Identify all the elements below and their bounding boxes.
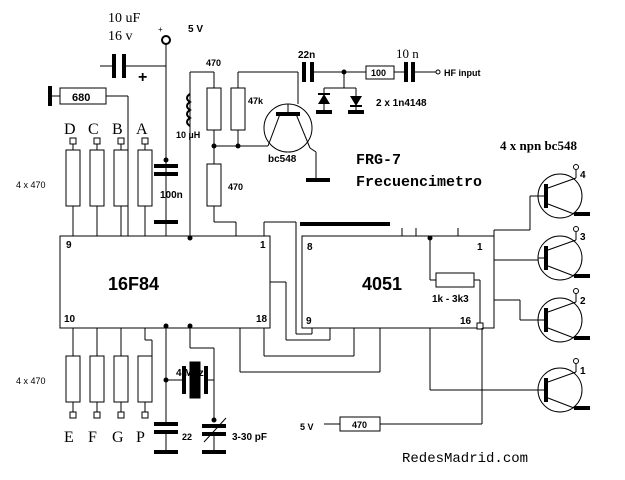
- pin-label-c: C: [88, 121, 99, 138]
- pin-label-d: D: [64, 121, 76, 138]
- decoupling-value: 100n: [160, 190, 183, 201]
- resistor-470-emitter-value: 470: [228, 182, 243, 192]
- resistor-470-top: [206, 87, 222, 131]
- mux-resistor: [427, 235, 484, 330]
- supply-capacitor: [100, 54, 166, 78]
- bottom-vcc-label: 5 V: [300, 422, 314, 432]
- junction-collector: [235, 143, 241, 149]
- resistor-100-value: 100: [371, 68, 386, 78]
- supply-cap-value: 10 uF: [108, 11, 141, 26]
- pin-label-p: P: [136, 429, 145, 446]
- supply-plus-sign: +: [138, 69, 147, 86]
- driver-number-3: 3: [580, 232, 586, 243]
- resistor-470-top-value: 470: [206, 58, 221, 68]
- driver-transistor-4: [537, 164, 590, 219]
- top-resistor-bank: [65, 137, 153, 236]
- pin-label-f: F: [88, 429, 97, 446]
- driver-number-1: 1: [580, 366, 586, 377]
- diodes-label: 2 x 1n4148: [376, 98, 427, 109]
- vcc-terminal: [161, 35, 171, 236]
- pin-label-b: B: [112, 121, 123, 138]
- input-coupling-chain: [302, 62, 441, 114]
- crystal-oscillator: [163, 328, 217, 423]
- resistor-470-emitter: [206, 163, 222, 207]
- crystal-load-cap-22: [154, 422, 178, 454]
- bottom-resistor-bank: [65, 328, 153, 419]
- crystal-cap-trim: 3-30 pF: [232, 432, 267, 443]
- pic-junction-top: [187, 235, 193, 241]
- pic-junction-bottom: [163, 323, 169, 329]
- vcc-plus-mark: +: [158, 25, 163, 34]
- pic-pin-18: 18: [256, 314, 268, 325]
- footer-site: RedesMadrid.com: [402, 451, 528, 467]
- pic-pin-9: 9: [66, 240, 72, 251]
- pic-pin-1: 1: [260, 240, 266, 251]
- decoupling-capacitor: [154, 157, 178, 224]
- cap-10n-value: 10 n: [396, 46, 419, 61]
- driver-number-2: 2: [580, 296, 586, 307]
- mux-4051-chip: [301, 235, 495, 329]
- mux-pin-9: 9: [306, 316, 312, 327]
- drivers-label: 4 x npn bc548: [500, 138, 577, 153]
- driver-transistor-3: [537, 226, 590, 281]
- input-stage-wiring: [189, 71, 330, 236]
- resistor-47k: [230, 87, 246, 131]
- driver-number-4: 4: [580, 170, 586, 181]
- pin-label-e: E: [64, 429, 74, 446]
- crystal-trimmer-cap: [202, 417, 227, 454]
- mux-name: 4051: [362, 274, 402, 294]
- crystal-freq: 4 Mhz: [176, 368, 204, 379]
- driver-wiring: [493, 195, 538, 391]
- bottom-resistor-value: 470: [352, 420, 367, 430]
- transistor-bc548-input: [263, 103, 313, 153]
- supply-cap-voltage: 16 v: [108, 29, 133, 44]
- driver-transistor-2: [537, 288, 590, 343]
- mux-resistor-value: 1k - 3k3: [432, 294, 469, 305]
- pic-pin-10: 10: [64, 314, 76, 325]
- cap-22n-value: 22n: [298, 50, 315, 61]
- title-name: Frecuencimetro: [356, 174, 482, 191]
- crystal-cap-fixed: 22: [182, 432, 192, 442]
- pin-label-a: A: [136, 121, 148, 138]
- junction-emitter: [211, 143, 217, 149]
- top-bank-label: 4 x 470: [16, 180, 46, 190]
- inductor-value: 10 µH: [176, 130, 200, 140]
- resistor-47k-value: 47k: [248, 96, 264, 106]
- bottom-bank-label: 4 x 470: [16, 376, 46, 386]
- inductor-10uh: [186, 93, 192, 127]
- pin-label-g: G: [112, 429, 124, 446]
- vcc-label: 5 V: [188, 24, 203, 35]
- interconnect-wiring: [239, 221, 520, 391]
- pic-junction-right: [187, 323, 193, 329]
- driver-transistor-1: [537, 358, 590, 413]
- pic-16f84-chip: [59, 235, 271, 329]
- mux-pin-8: 8: [307, 242, 313, 253]
- mux-pin-1: 1: [477, 242, 483, 253]
- pic-name: 16F84: [108, 274, 159, 294]
- reset-resistor-value: 680: [72, 92, 90, 104]
- hf-input-label: HF input: [444, 68, 481, 78]
- title-model: FRG-7: [356, 152, 401, 169]
- bottom-bias-resistor: [324, 328, 483, 432]
- transistor-label: bc548: [268, 154, 297, 165]
- mux-pin-16: 16: [460, 316, 472, 327]
